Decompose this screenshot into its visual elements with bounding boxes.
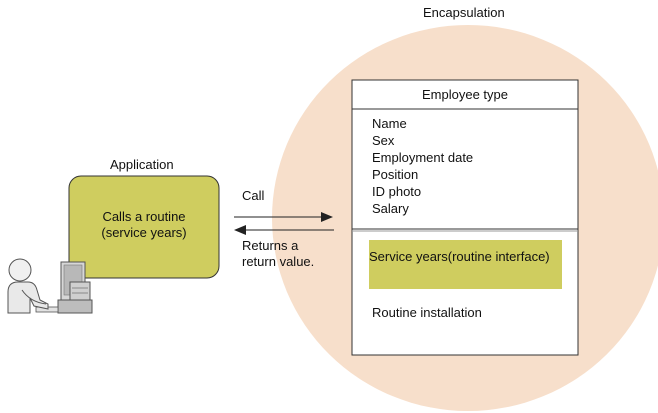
application-box-text: Calls a routine (service years) (69, 209, 219, 241)
attribute-sex: Sex (372, 133, 395, 148)
attribute-id-photo: ID photo (372, 184, 422, 199)
application-label: Application (110, 157, 174, 172)
routine-interface-highlight (369, 240, 562, 289)
employee-attribute-list: Name Sex Employment date Position ID pho… (372, 115, 473, 217)
employee-type-header: Employee type (422, 87, 508, 102)
attribute-employment-date: Employment date (372, 150, 474, 165)
return-label: Returns a return value. (242, 238, 314, 270)
application-box (68, 175, 220, 279)
attribute-salary: Salary (372, 201, 409, 216)
application-box-line-2: (service years) (101, 225, 187, 240)
routine-interface-label: Service years(routine interface) (369, 249, 550, 264)
attribute-name: Name (372, 116, 407, 131)
employee-type-box (351, 79, 579, 356)
attribute-position: Position (372, 167, 419, 182)
routine-installation-label: Routine installation (372, 305, 482, 320)
user-at-computer-icon (7, 258, 93, 314)
encapsulation-title: Encapsulation (423, 5, 505, 20)
return-label-line-2: return value. (242, 254, 315, 269)
return-label-line-1: Returns a (242, 238, 299, 253)
call-label: Call (242, 188, 265, 203)
return-arrowhead (234, 225, 246, 235)
call-arrowhead (321, 212, 333, 222)
application-box-line-1: Calls a routine (102, 209, 186, 224)
